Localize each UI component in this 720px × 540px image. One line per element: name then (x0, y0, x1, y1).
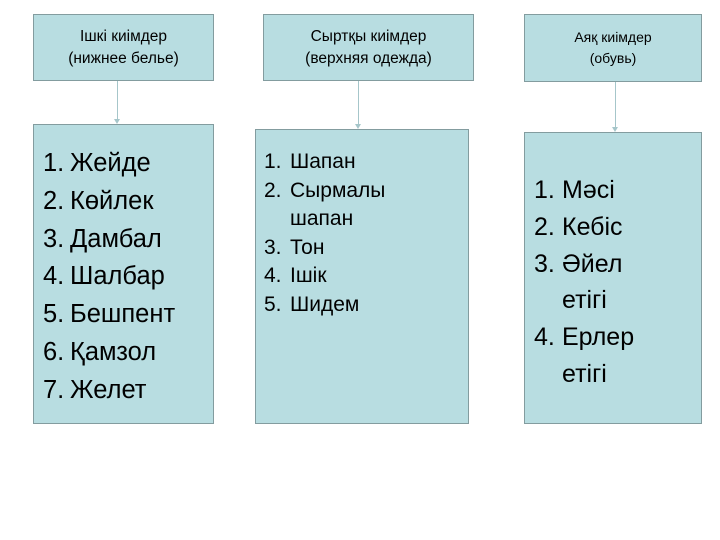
header-subtitle: (нижнее белье) (68, 49, 179, 67)
list-item: 3.Әйел етігі (534, 249, 623, 315)
header-box-underwear: Ішкі киімдер (нижнее белье) (33, 14, 214, 81)
list-item: 5.Бешпент (43, 300, 176, 329)
list-item: 3.Дамбал (43, 224, 162, 253)
list-item: 1.Мәсі (534, 176, 615, 204)
list-item: 6.Қамзол (43, 337, 157, 366)
connector-line (117, 81, 118, 120)
list-item: 2.Көйлек (43, 186, 154, 215)
connector-line (615, 82, 616, 128)
arrow-down-icon (355, 124, 361, 129)
list-item: 1.Жейде (43, 149, 151, 177)
header-title: Ішкі киімдер (79, 27, 168, 45)
header-subtitle: (верхняя одежда) (305, 49, 432, 67)
list-item: 4.Шалбар (43, 262, 165, 291)
list-box-underwear: 1.Жейде 2.Көйлек 3.Дамбал 4.Шалбар 5.Беш… (33, 124, 214, 424)
arrow-down-icon (114, 119, 120, 124)
header-title: Сыртқы киімдер (310, 27, 427, 45)
item-list: 1.Жейде 2.Көйлек 3.Дамбал 4.Шалбар 5.Беш… (43, 145, 175, 410)
list-item: 2.Сырмалы шапан (264, 178, 386, 231)
list-box-outerwear: 1.Шапан 2.Сырмалы шапан 3.Тон 4.Ішік 5.Ш… (255, 129, 469, 424)
list-item: 3.Тон (264, 235, 325, 259)
list-item: 5.Шидем (264, 292, 360, 316)
header-title: Аяқ киімдер (574, 29, 652, 45)
header-box-footwear: Аяқ киімдер (обувь) (524, 14, 702, 82)
arrow-down-icon (612, 127, 618, 132)
item-list: 1.Шапан 2.Сырмалы шапан 3.Тон 4.Ішік 5.Ш… (264, 148, 414, 319)
header-subtitle: (обувь) (589, 50, 637, 66)
header-box-outerwear: Сыртқы киімдер (верхняя одежда) (263, 14, 474, 81)
connector-line (358, 81, 359, 125)
list-item: 4.Ерлер етігі (534, 323, 635, 388)
list-item: 1.Шапан (264, 150, 356, 173)
list-item: 2.Кебіс (534, 212, 623, 241)
list-item: 4.Ішік (264, 264, 327, 287)
list-box-footwear: 1.Мәсі 2.Кебіс 3.Әйел етігі 4.Ерлер етіг… (524, 132, 702, 424)
list-item: 7.Желет (43, 375, 147, 404)
item-list: 1.Мәсі 2.Кебіс 3.Әйел етігі 4.Ерлер етіг… (534, 172, 664, 393)
